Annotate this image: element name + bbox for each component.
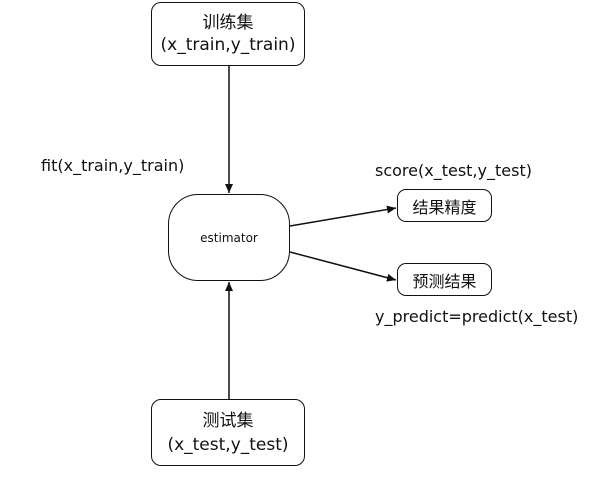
accuracy-result-node: 结果精度 <box>397 189 492 222</box>
test-set-node: 测试集 (x_test,y_test) <box>151 399 305 466</box>
edge-estimator-to-accuracy <box>289 205 397 227</box>
prediction-result-label: 预测结果 <box>412 271 477 291</box>
estimator-label: estimator <box>200 230 258 245</box>
training-set-subtitle: (x_train,y_train) <box>160 35 296 55</box>
training-set-title: 训练集 <box>202 13 254 33</box>
predict-edge-label: y_predict=predict(x_test) <box>375 307 579 326</box>
accuracy-result-label: 结果精度 <box>412 197 477 217</box>
edge-estimator-to-prediction <box>289 251 397 282</box>
estimator-node: estimator <box>168 194 290 281</box>
prediction-result-node: 预测结果 <box>397 263 492 296</box>
score-edge-label: score(x_test,y_test) <box>375 161 532 180</box>
training-set-node: 训练集 (x_train,y_train) <box>151 2 305 66</box>
fit-edge-label: fit(x_train,y_train) <box>41 156 185 175</box>
test-set-title: 测试集 <box>202 410 254 431</box>
test-set-subtitle: (x_test,y_test) <box>167 434 289 455</box>
